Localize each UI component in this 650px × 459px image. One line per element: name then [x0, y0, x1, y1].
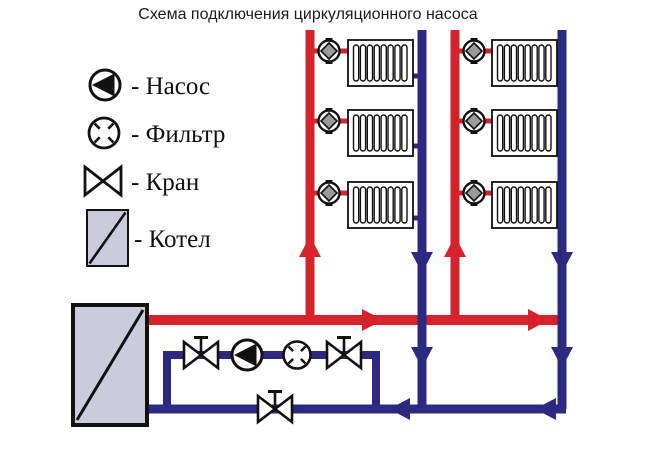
- boiler: [71, 303, 149, 427]
- legend-item-boiler: - Котел: [86, 209, 211, 267]
- shutoff-valve-icon: [182, 336, 220, 370]
- radiator: [347, 109, 414, 157]
- flow-arrow-down: [551, 252, 573, 273]
- legend-label-valve: - Кран: [131, 169, 199, 196]
- valve-icon: [83, 165, 123, 197]
- legend-item-valve: - Кран: [83, 165, 199, 197]
- legend-item-pump: - Насос: [88, 68, 210, 102]
- flow-arrow-down: [411, 347, 433, 368]
- radiator: [347, 181, 414, 229]
- flow-arrow-up: [299, 236, 321, 257]
- flow-arrow-up: [444, 236, 466, 257]
- boiler-icon: [86, 209, 129, 267]
- radiator-valve-icon: [317, 106, 341, 136]
- flow-arrow-down: [411, 252, 433, 273]
- bypass-valve-icon: [256, 390, 294, 424]
- radiator: [491, 39, 558, 87]
- legend-label-pump: - Насос: [131, 73, 210, 100]
- flow-arrow-down: [551, 347, 573, 368]
- radiator: [347, 39, 414, 87]
- radiator: [491, 181, 558, 229]
- legend: - Насос - Фильтр - Кран - Котел: [83, 68, 225, 267]
- legend-label-boiler: - Котел: [134, 226, 211, 253]
- legend-item-filter: - Фильтр: [87, 116, 225, 150]
- legend-label-filter: - Фильтр: [131, 121, 225, 148]
- radiator-valve-icon: [462, 36, 486, 66]
- pump-icon: [88, 68, 122, 102]
- flow-arrow-left: [389, 398, 410, 420]
- radiator-valve-icon: [317, 178, 341, 208]
- filter-icon: [87, 116, 121, 150]
- circulation-pump-icon: [230, 338, 264, 372]
- return-pipes: [147, 30, 573, 420]
- strainer-filter-icon: [282, 340, 312, 370]
- page-title: Схема подключения циркуляционного насоса: [138, 6, 477, 23]
- flow-arrow-left: [535, 398, 556, 420]
- pump-bypass-pipe: [163, 351, 380, 409]
- flow-arrow-right: [528, 309, 549, 331]
- radiator-valve-icon: [462, 106, 486, 136]
- radiator: [491, 109, 558, 157]
- shutoff-valve-icon: [325, 336, 363, 370]
- flow-arrow-right: [362, 309, 383, 331]
- radiator-valve-icon: [462, 178, 486, 208]
- radiator-valve-icon: [317, 36, 341, 66]
- radiators: [317, 36, 558, 229]
